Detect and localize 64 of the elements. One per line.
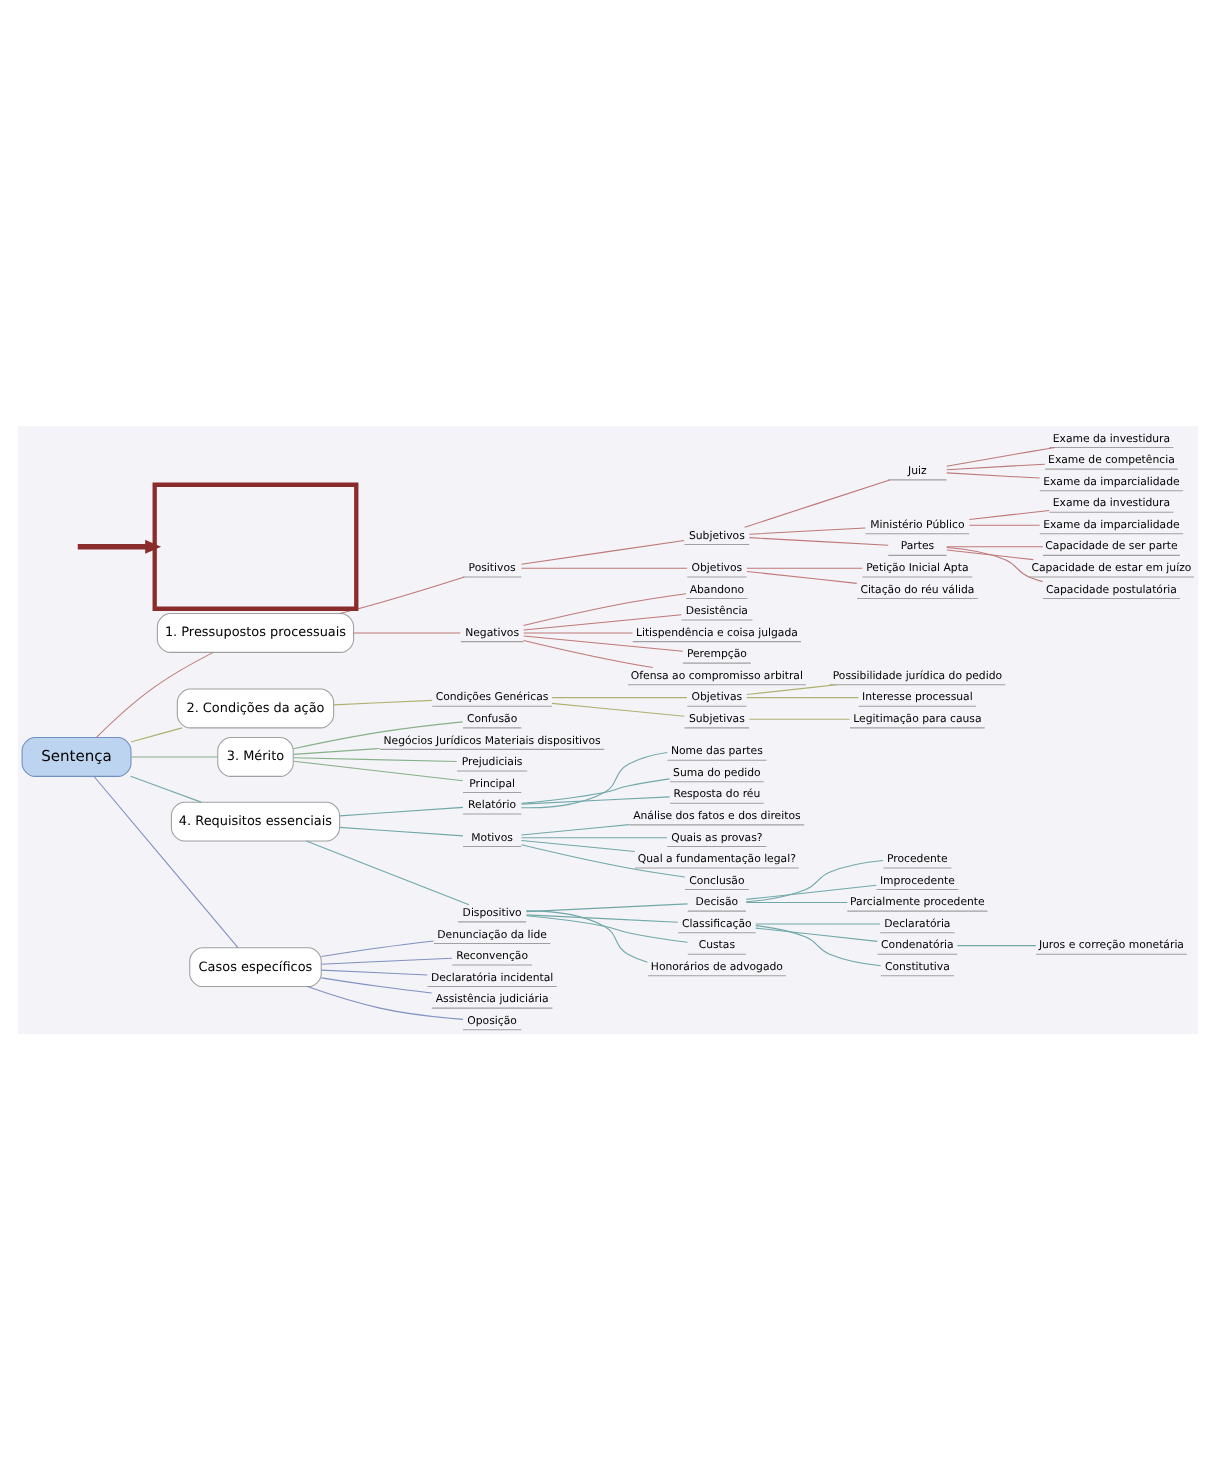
connector <box>748 537 889 546</box>
connector <box>95 652 214 738</box>
connector <box>305 840 470 906</box>
connector <box>520 796 671 805</box>
connector <box>320 969 428 976</box>
connector <box>520 751 668 809</box>
connector <box>93 776 239 949</box>
connector <box>353 632 461 634</box>
connector <box>339 576 465 615</box>
connector <box>520 837 668 839</box>
connector <box>526 914 679 923</box>
connector <box>130 727 183 743</box>
connector <box>946 472 1041 479</box>
connector <box>130 775 202 803</box>
connector <box>520 840 636 853</box>
connector <box>746 567 863 569</box>
connector <box>293 757 458 763</box>
connector <box>946 447 1056 467</box>
connector <box>320 977 433 994</box>
connector <box>744 479 891 528</box>
connector <box>293 747 381 755</box>
connector <box>755 927 878 942</box>
connector <box>748 527 866 535</box>
connector <box>525 910 649 963</box>
connector <box>523 635 684 652</box>
node-box <box>152 482 359 611</box>
connector <box>520 540 685 565</box>
connector <box>745 901 848 903</box>
connector <box>968 509 1050 520</box>
connector <box>320 940 435 957</box>
connector <box>293 760 464 782</box>
connector <box>339 806 464 817</box>
connector <box>946 549 1034 561</box>
connector <box>551 702 686 717</box>
connector <box>745 860 884 903</box>
connector <box>946 546 1044 548</box>
connector <box>746 570 858 584</box>
arrow <box>77 539 162 554</box>
connector <box>745 884 877 900</box>
connector <box>521 778 671 804</box>
connector <box>520 567 688 569</box>
connector <box>946 463 1046 471</box>
connector <box>748 718 851 720</box>
connector <box>333 699 433 706</box>
connector <box>746 697 859 699</box>
connector <box>306 986 464 1020</box>
connector <box>525 915 689 943</box>
connector <box>523 593 687 627</box>
connector <box>523 632 634 634</box>
connector <box>523 614 682 631</box>
connector <box>755 923 881 925</box>
connector <box>339 826 464 837</box>
connector <box>968 524 1041 526</box>
connector <box>130 756 219 758</box>
connector <box>523 639 654 668</box>
connector <box>292 721 464 750</box>
connector <box>320 957 453 965</box>
connector <box>520 824 630 836</box>
connector <box>956 945 1037 947</box>
connector <box>746 684 838 696</box>
connector <box>520 844 686 878</box>
connector <box>755 925 882 967</box>
connector <box>946 547 1044 583</box>
connector <box>551 697 688 699</box>
